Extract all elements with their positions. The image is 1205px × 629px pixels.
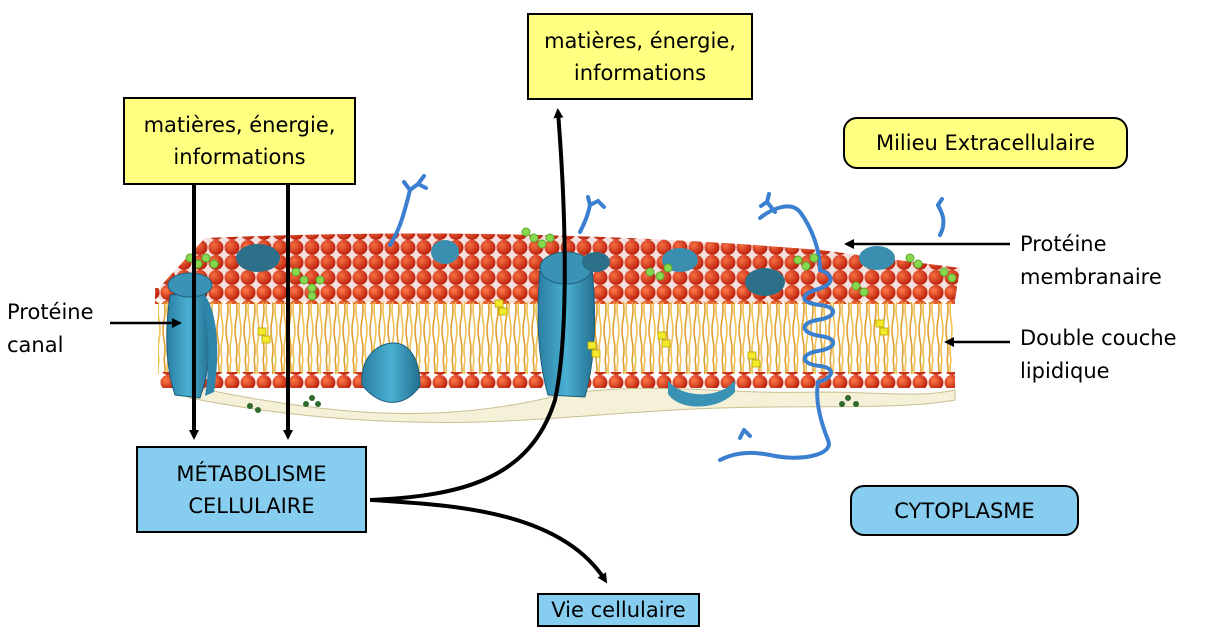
lipid-bilayer-label: Double couche lipidique (1020, 322, 1200, 388)
surface-protein-icon (431, 240, 459, 264)
output-resources-box: matières, énergie, informations (527, 13, 753, 100)
input-resources-box: matières, énergie, informations (123, 97, 356, 185)
surface-protein-icon (745, 268, 785, 296)
cytoplasme-label: CYTOPLASME (850, 485, 1079, 536)
surface-protein-icon (582, 252, 610, 272)
vie-cellulaire-box: Vie cellulaire (537, 593, 700, 627)
surface-protein-icon (859, 246, 895, 270)
metabolism-box: MÉTABOLISME CELLULAIRE (136, 446, 367, 533)
surface-protein-icon (236, 244, 280, 272)
membrane-protein-label: Protéine membranaire (1020, 228, 1200, 294)
vie-arrow (372, 500, 605, 580)
extracellular-label: Milieu Extracellulaire (843, 117, 1128, 169)
channel-protein-label: Protéine canal (7, 296, 117, 362)
